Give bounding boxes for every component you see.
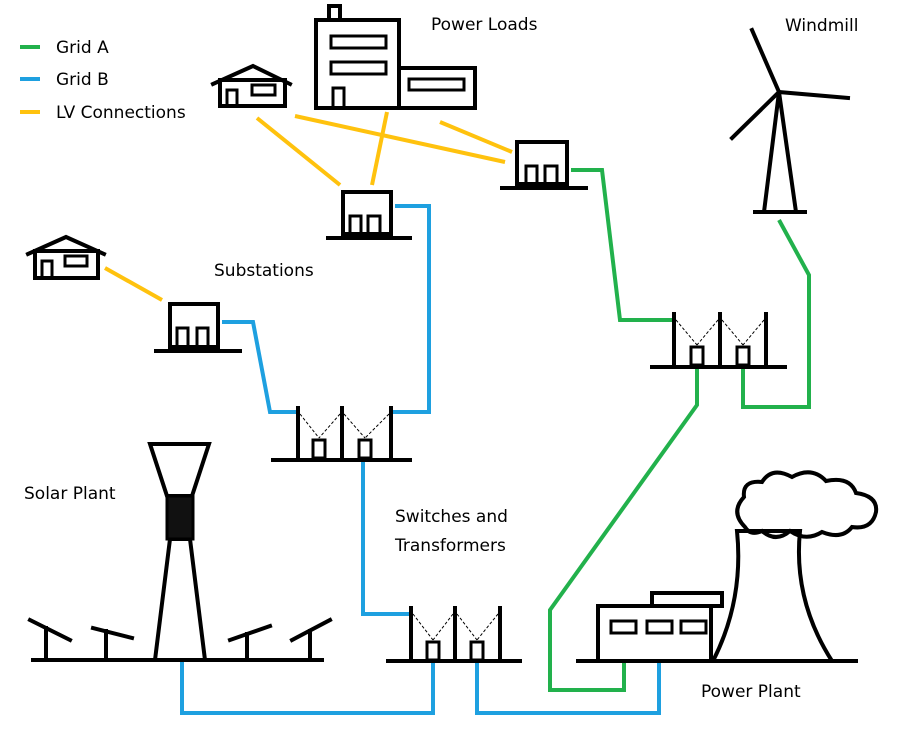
legend-item-lv-connections: LV Connections bbox=[20, 103, 186, 123]
switch-transformer-icon bbox=[650, 312, 787, 369]
substation-icon bbox=[500, 140, 588, 190]
lv-line-house-to-substation1 bbox=[104, 266, 163, 302]
label-power-plant: Power Plant bbox=[701, 682, 801, 702]
legend-label-grid-b: Grid B bbox=[56, 70, 109, 90]
legend-label-lv: LV Connections bbox=[56, 103, 186, 123]
legend-label-grid-a: Grid A bbox=[56, 38, 109, 58]
grid-a-lines bbox=[548, 168, 811, 692]
switch-transformer-icon bbox=[271, 406, 412, 462]
label-switches-line2: Transformers bbox=[394, 536, 506, 556]
grid-b-line-sub2-to-switch1 bbox=[392, 204, 431, 414]
grid-a-line-sub3-to-switch3 bbox=[571, 168, 675, 322]
label-substations: Substations bbox=[214, 261, 314, 281]
label-switches-line1: Switches and bbox=[395, 507, 508, 527]
label-solar-plant: Solar Plant bbox=[24, 484, 116, 504]
legend-item-grid-a: Grid A bbox=[20, 38, 109, 58]
grid-a-line-windmill-to-switch3 bbox=[741, 219, 811, 409]
grid-b-line-sub1-to-switch1 bbox=[222, 320, 297, 414]
lv-line-office-to-substation3 bbox=[439, 120, 513, 154]
grid-b-line-switch1-to-switch2 bbox=[361, 458, 410, 616]
substation-icon bbox=[326, 190, 412, 240]
smoke-cloud-icon bbox=[735, 470, 879, 539]
house-icon bbox=[210, 63, 293, 108]
grid-b-line-switch2-to-powerplant bbox=[475, 660, 661, 715]
power-plant-icon bbox=[576, 470, 879, 663]
legend: Grid A Grid B LV Connections bbox=[20, 38, 186, 123]
office-building-icon bbox=[314, 4, 477, 110]
label-windmill: Windmill bbox=[785, 16, 858, 36]
lv-line-house-to-substation3 bbox=[294, 114, 506, 164]
grid-b-lines bbox=[180, 204, 661, 715]
lv-line-office-to-substation2 bbox=[370, 111, 389, 186]
lv-connections bbox=[104, 111, 513, 302]
label-power-loads: Power Loads bbox=[431, 15, 538, 35]
lv-line-house-to-substation2 bbox=[255, 116, 342, 187]
house-icon bbox=[25, 234, 107, 280]
grid-a-line-switch3-to-powerplant bbox=[548, 367, 699, 692]
windmill-icon bbox=[729, 27, 851, 214]
substation-icon bbox=[154, 302, 242, 353]
legend-item-grid-b: Grid B bbox=[20, 70, 109, 90]
switch-transformer-icon bbox=[386, 606, 522, 663]
grid-b-line-solar-to-switch2 bbox=[180, 660, 435, 715]
solar-plant-icon bbox=[27, 442, 333, 662]
